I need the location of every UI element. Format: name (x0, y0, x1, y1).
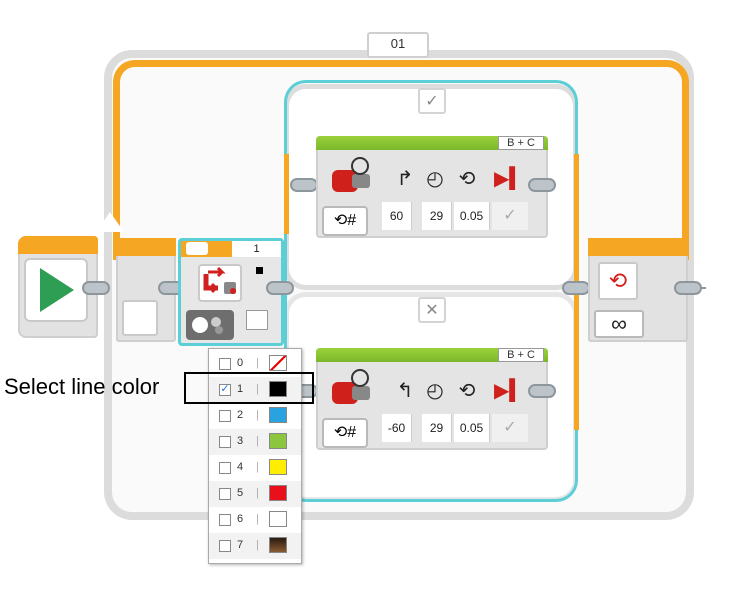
port-selector[interactable]: B + C (498, 348, 544, 362)
color-option-5[interactable]: 5 | (209, 481, 301, 507)
loop-arrow-icon (96, 212, 124, 232)
checkbox[interactable] (219, 540, 231, 552)
separator: | (256, 435, 259, 447)
green-swatch (269, 433, 287, 449)
rotations-icon: ⟲ (458, 168, 476, 190)
yellow-swatch (269, 459, 287, 475)
steering-header (316, 136, 548, 150)
switch-view-toggle-icon[interactable] (186, 242, 208, 255)
sensor-mode-selector[interactable] (186, 310, 234, 340)
move-steering-block-top[interactable]: B + C ↱ ◴ ⟲ ▶▍ ⟲# 60 29 0.05 ✓ (316, 136, 548, 244)
steering-header (316, 348, 548, 362)
black-swatch (269, 381, 287, 397)
color-sensor-icon[interactable] (198, 264, 242, 302)
checkbox[interactable] (219, 436, 231, 448)
color-option-6[interactable]: 6 | (209, 507, 301, 533)
option-number: 3 (237, 435, 244, 447)
steering-value[interactable]: 60 (382, 202, 412, 230)
turn-left-icon: ↰ (396, 380, 414, 402)
separator: | (256, 383, 259, 395)
checkbox[interactable] (219, 488, 231, 500)
separator: | (256, 513, 259, 525)
color-option-1[interactable]: ✓ 1 | (209, 377, 301, 403)
separator: | (256, 357, 259, 369)
loop-mode-selector[interactable]: ∞ (594, 310, 644, 338)
option-number: 0 (237, 357, 244, 369)
brake-icon: ▶▍ (494, 380, 525, 402)
loop-icon: ⟲ (598, 262, 638, 300)
case-true-input-plug-icon (290, 178, 318, 192)
rotations-icon: ⟲ (458, 380, 476, 402)
power-gauge-icon: ◴ (426, 380, 444, 402)
brake-value[interactable]: ✓ (492, 414, 528, 442)
power-value[interactable]: 29 (422, 202, 452, 230)
color-option-0[interactable]: 0 | (209, 351, 301, 377)
motor-icon (330, 368, 370, 412)
steering-top-output-plug-icon (528, 178, 556, 192)
callout-highlight-box (184, 372, 314, 404)
brake-icon: ▶▍ (494, 168, 525, 190)
move-steering-block-bottom[interactable]: B + C ↰ ◴ ⟲ ▶▍ ⟲# -60 29 0.05 ✓ (316, 348, 548, 456)
red-swatch (269, 485, 287, 501)
mode-selector-icon[interactable]: ⟲# (322, 206, 368, 236)
option-number: 1 (237, 383, 244, 395)
color-option-3[interactable]: 3 | (209, 429, 301, 455)
option-number: 6 (237, 513, 244, 525)
rotations-value[interactable]: 0.05 (454, 414, 490, 442)
loop-start-strip (116, 238, 176, 256)
color-option-7[interactable]: 7 | (209, 533, 301, 559)
loop-output-plug-icon (674, 281, 702, 295)
steering-value[interactable]: -60 (382, 414, 412, 442)
loop-name-label[interactable]: 01 (367, 32, 429, 58)
separator: | (256, 461, 259, 473)
case-false-tab[interactable]: ✕ (418, 297, 446, 323)
color-option-2[interactable]: 2 | (209, 403, 301, 429)
port-selector[interactable]: B + C (498, 136, 544, 150)
play-icon (40, 268, 74, 312)
option-number: 5 (237, 487, 244, 499)
rotations-value[interactable]: 0.05 (454, 202, 490, 230)
switch-case-value[interactable]: 1 (232, 241, 281, 257)
blue-swatch (269, 407, 287, 423)
checkbox-checked[interactable]: ✓ (219, 383, 231, 396)
no-color-swatch (269, 355, 287, 371)
power-value[interactable]: 29 (422, 414, 452, 442)
color-option-4[interactable]: 4 | (209, 455, 301, 481)
option-number: 7 (237, 539, 244, 551)
steering-bottom-output-plug-icon (528, 384, 556, 398)
motor-icon (330, 156, 370, 200)
case-true-tab[interactable]: ✓ (418, 88, 446, 114)
wire-left-top (284, 154, 289, 234)
loop-start-slot (122, 300, 158, 336)
switch-merge-plug-icon (562, 281, 590, 295)
separator: | (256, 409, 259, 421)
power-gauge-icon: ◴ (426, 168, 444, 190)
mode-selector-icon[interactable]: ⟲# (322, 418, 368, 448)
turn-right-icon: ↱ (396, 168, 414, 190)
separator: | (256, 539, 259, 551)
option-number: 4 (237, 461, 244, 473)
start-output-plug-icon (82, 281, 110, 295)
brake-value[interactable]: ✓ (492, 202, 528, 230)
loop-wire (113, 60, 689, 260)
checkbox[interactable] (219, 358, 231, 370)
brown-swatch (269, 537, 287, 553)
sensor-indicator (256, 267, 263, 274)
compare-value-box[interactable] (246, 310, 268, 330)
checkbox[interactable] (219, 410, 231, 422)
checkbox[interactable] (219, 514, 231, 526)
output-wire-stub (700, 287, 706, 289)
line-color-dropdown[interactable]: 0 | ✓ 1 | 2 | 3 | 4 | 5 | 6 | 7 (208, 348, 302, 564)
loop-end-strip (588, 238, 688, 256)
option-number: 2 (237, 409, 244, 421)
white-swatch (269, 511, 287, 527)
start-block-strip (18, 236, 98, 254)
checkbox[interactable] (219, 462, 231, 474)
callout-label: Select line color (4, 374, 160, 399)
separator: | (256, 487, 259, 499)
switch-plug-icon (266, 281, 294, 295)
